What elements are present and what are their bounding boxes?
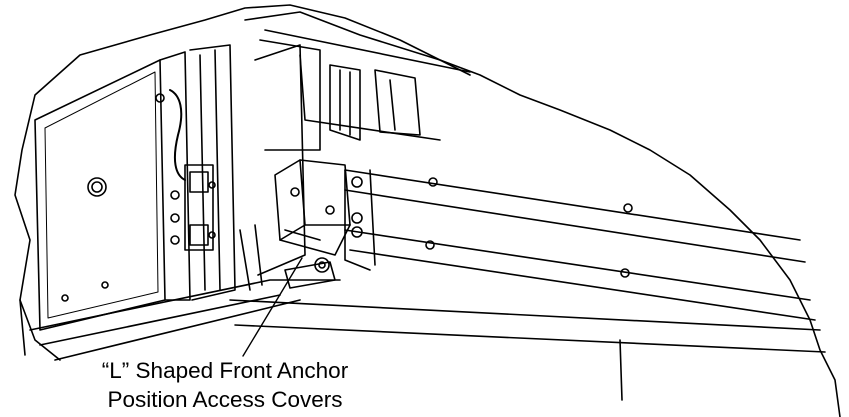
front-access-cover [19, 257, 826, 401]
left-door-panel [34, 44, 236, 331]
l-shaped-anchor-bracket [274, 159, 351, 256]
cabinet-frame [239, 11, 471, 291]
callout-label-line-2: Position Access Covers [107, 387, 343, 412]
callout-label-line-1: “L” Shaped Front Anchor [101, 358, 349, 383]
panel-bolt [87, 177, 107, 197]
hinge [170, 164, 216, 251]
callout-leader-line [242, 257, 303, 357]
callout-label: “L” Shaped Front Anchor Position Access … [80, 356, 370, 414]
horizontal-rail [344, 169, 816, 321]
